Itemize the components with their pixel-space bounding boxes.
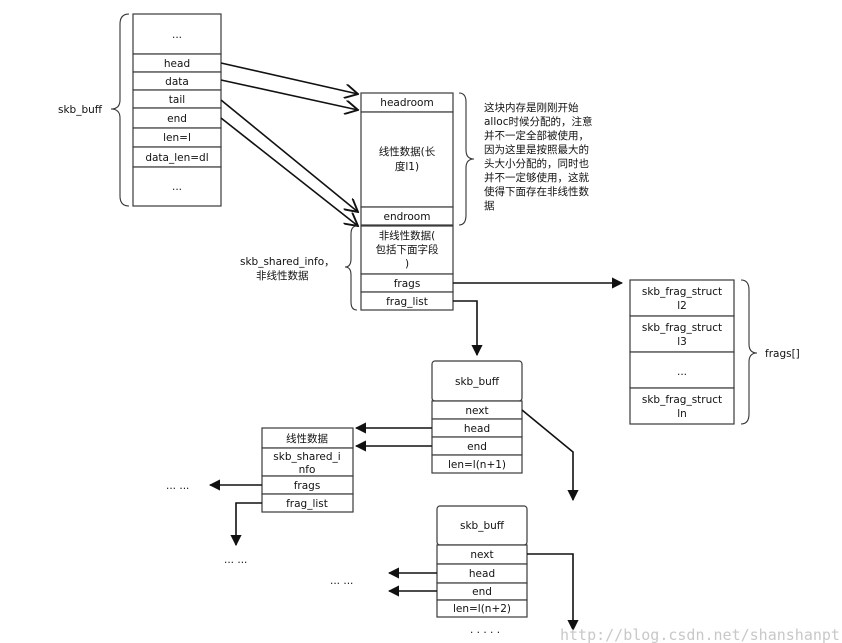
- shinfo-label-2: 非线性数据: [256, 269, 309, 282]
- skb1-cell-0-text: ...: [172, 29, 182, 41]
- endroom-box: [360, 206, 454, 226]
- shinfo-fraglist-text: frag_list: [386, 296, 428, 308]
- note-line-4: 头大小分配的，同时也: [484, 157, 589, 170]
- frag-struct-2-l1: ...: [677, 366, 687, 378]
- frag-struct-1: [629, 315, 735, 353]
- skb1-cell-0: [132, 13, 222, 55]
- skb3-len: [436, 599, 528, 618]
- shinfo-label-1: skb_shared_info，: [240, 256, 335, 268]
- shinfo-frags-text: frags: [394, 278, 421, 290]
- skb1-cell-4-text: end: [167, 113, 187, 125]
- frag-struct-0: [629, 279, 735, 317]
- left-box-text-1a: skb_shared_i: [273, 451, 340, 463]
- note-line-6: 使得下面存在非线性数: [484, 185, 589, 198]
- skb3-left-dots: ... ...: [330, 575, 353, 587]
- skb2-cell-3: len=l(n+1): [448, 459, 506, 471]
- left-fraglist-dots: ... ...: [224, 554, 247, 566]
- endroom-text: endroom: [384, 211, 431, 223]
- frag-struct-0-l1: skb_frag_struct: [642, 286, 722, 298]
- skb1-cell-3-text: tail: [169, 94, 185, 106]
- skb1-cell-5-text: len=l: [163, 132, 191, 144]
- note-line-3: 因为这里是按照最大的: [484, 143, 589, 156]
- arrow-fraglist-to-skb2: [453, 300, 483, 357]
- skb1-cell-6-text: data_len=dl: [145, 152, 208, 164]
- skb3-cell-2: end: [472, 586, 492, 598]
- arrow-skb3-next-down: [527, 553, 579, 632]
- left-linear-box: 线性数据 skb_shared_i nfo frags frag_list: [261, 427, 354, 513]
- skb1-cell-1-text: head: [164, 58, 190, 70]
- note-line-2: 并不一定全部被使用，: [484, 129, 589, 142]
- nonlinear-line2: 包括下面字段: [376, 243, 439, 256]
- nonlinear-box: [360, 225, 454, 275]
- note-line-5: 并不一定够使用，这就: [484, 171, 589, 184]
- linear-data-box: [360, 111, 454, 208]
- arrow-data-to-linear: [220, 79, 358, 110]
- frag-struct-3-l2: ln: [677, 408, 687, 420]
- skb3-cell-0: next: [470, 549, 493, 561]
- frag-struct-1-l2: l3: [677, 336, 687, 348]
- nonlinear-line3: ): [405, 258, 409, 270]
- left-box-text-0: 线性数据: [286, 432, 328, 445]
- skb3-cell-1: head: [469, 568, 495, 580]
- arrow-tail-to-endroom: [220, 99, 358, 212]
- skb2-cell-2: end: [467, 441, 487, 453]
- left-box-text-2: frags: [294, 480, 321, 492]
- skb1-pointer-arrows: [220, 62, 358, 226]
- shinfo-brace: [344, 225, 358, 311]
- linear-region: headroom 线性数据(长 度l1) endroom: [360, 92, 454, 226]
- skb1-label: skb_buff: [58, 104, 103, 116]
- shared-info-region: 非线性数据( 包括下面字段 ) frags frag_list: [360, 225, 454, 311]
- skb2-cell-0: next: [465, 405, 488, 417]
- headroom-text: headroom: [380, 97, 433, 109]
- nonlinear-line1: 非线性数据(: [379, 229, 436, 242]
- frag-struct-label: frags[]: [765, 348, 800, 360]
- arrow-left-fraglist: [230, 502, 262, 547]
- skb-buff-third: skb_buff next head end len=l(n+2): [436, 505, 528, 618]
- frag-struct-0-l2: l2: [677, 300, 687, 312]
- left-box-cell-1: [261, 447, 354, 477]
- skb-buff-second: skb_buff next head end len=l(n+1): [431, 360, 523, 474]
- linear-data-line1: 线性数据(长: [379, 145, 436, 158]
- note-line-1: alloc时候分配的，注意: [484, 115, 592, 128]
- arrow-skb2-next-to-skb3: [521, 409, 579, 502]
- frag-struct-1-l1: skb_frag_struct: [642, 322, 722, 334]
- left-frags-dots: ... ...: [166, 480, 189, 492]
- frag-struct-brace: [740, 279, 758, 425]
- skb1-cell-7: [132, 166, 222, 207]
- frag-struct-3: [629, 387, 735, 425]
- skb3-title: skb_buff: [460, 520, 505, 532]
- skb1-brace: [110, 13, 130, 207]
- skb3-bottom-dots: . . . . .: [470, 624, 500, 636]
- frag-struct-2: [629, 351, 735, 389]
- frag-struct-array: skb_frag_struct l2 skb_frag_struct l3 ..…: [629, 279, 735, 425]
- arrow-head-to-headroom: [220, 62, 358, 94]
- arrow-end-to-endroom: [220, 117, 358, 226]
- skb-buff-main: ... head data tail end len=l data_len=dl…: [132, 13, 222, 207]
- linear-brace: [458, 92, 475, 226]
- skb1-cell-2-text: data: [165, 76, 189, 88]
- watermark-text: http://blog.csdn.net/shanshanpt: [560, 626, 840, 643]
- note-line-0: 这块内存是刚刚开始: [484, 101, 579, 114]
- skb3-cell-3: len=l(n+2): [453, 603, 511, 615]
- skb2-len: [431, 454, 523, 474]
- skb1-cell-7-text: ...: [172, 181, 182, 193]
- note-line-7: 据: [484, 199, 495, 212]
- frag-struct-3-l1: skb_frag_struct: [642, 394, 722, 406]
- left-box-text-1b: nfo: [299, 464, 316, 476]
- skb2-title: skb_buff: [455, 376, 500, 388]
- linear-data-line2: 度l1): [395, 160, 419, 173]
- skb2-cell-1: head: [464, 423, 490, 435]
- left-box-text-3: frag_list: [286, 498, 328, 510]
- linear-note: 这块内存是刚刚开始 alloc时候分配的，注意 并不一定全部被使用， 因为这里是…: [484, 101, 592, 212]
